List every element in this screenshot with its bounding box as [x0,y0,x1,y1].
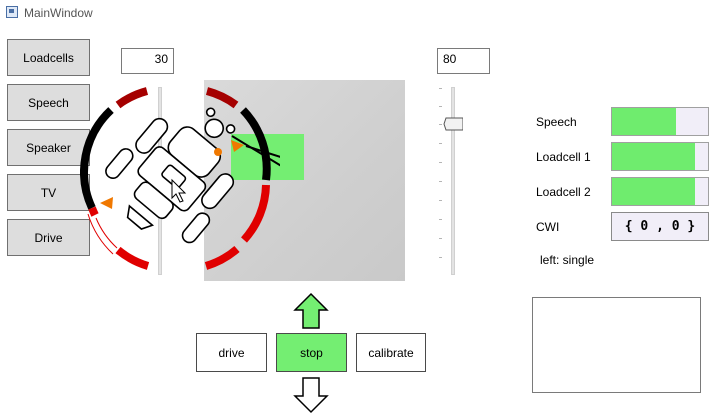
status-text: left: single [540,253,595,267]
drive-button[interactable]: Drive [7,219,90,256]
orange-marker-right [231,140,244,152]
calibrate-button[interactable]: calibrate [356,333,426,372]
ring-segment [115,246,150,270]
loadcell2-meter [611,177,709,206]
right-value-field[interactable]: 80 [437,48,490,74]
ring-segment [205,87,239,109]
speech-button[interactable]: Speech [7,84,90,121]
drive-action-button[interactable]: drive [196,333,267,372]
ring-segment [88,206,99,217]
cursor-icon [171,178,187,203]
heading-line [231,135,280,167]
speech-meter-label: Speech [536,115,577,129]
ring-segment [80,107,114,210]
loadcell1-meter-fill [612,143,695,170]
ring-segment [240,184,270,243]
heading-line [245,145,280,158]
output-panel [532,297,701,393]
speech-meter-fill [612,108,677,135]
app-window-icon [6,6,18,18]
ring-outline [95,217,118,249]
stop-button[interactable]: stop [276,333,347,372]
robot-icon [105,107,236,244]
loadcell1-meter-label: Loadcell 1 [536,150,591,164]
left-value-field[interactable]: 30 [121,48,174,74]
right-vertical-slider[interactable] [451,87,455,275]
ring-segment [240,107,271,181]
loadcell2-meter-label: Loadcell 2 [536,185,591,199]
direction-ring [80,87,280,270]
loadcells-button[interactable]: Loadcells [7,39,90,76]
title-bar: MainWindow [0,0,717,28]
ring-outline [87,213,114,255]
loadcell1-meter [611,142,709,171]
window-title: MainWindow [24,6,93,20]
robot-sensor [214,148,222,156]
cwi-label: CWI [536,220,560,234]
ring-segment [204,245,240,270]
ring-segment [115,87,149,109]
camera-view [204,80,405,281]
cwi-value: { 0 , 0 } [611,212,709,241]
speaker-button[interactable]: Speaker [7,129,90,166]
right-slider-thumb[interactable] [443,117,463,131]
loadcell2-meter-fill [612,178,695,205]
speech-meter [611,107,709,136]
tv-button[interactable]: TV [7,174,90,211]
orange-marker-left [100,197,113,209]
arrow-up-icon[interactable] [293,292,329,330]
arrow-down-icon[interactable] [293,376,329,414]
